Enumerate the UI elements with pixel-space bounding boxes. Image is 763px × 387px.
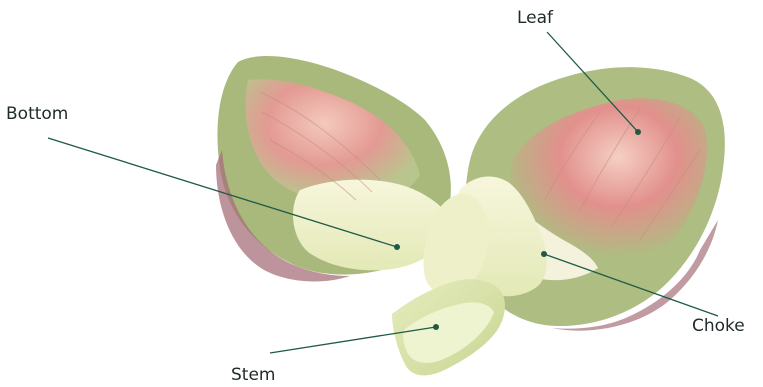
- bottom-leader-dot: [394, 244, 400, 250]
- label-stem: Stem: [231, 365, 275, 385]
- label-leaf: Leaf: [517, 8, 553, 28]
- label-choke: Choke: [692, 316, 745, 336]
- choke-leader-dot: [541, 251, 547, 257]
- stem-leader-dot: [433, 324, 439, 330]
- leaf-leader-dot: [635, 129, 641, 135]
- label-bottom: Bottom: [6, 104, 68, 124]
